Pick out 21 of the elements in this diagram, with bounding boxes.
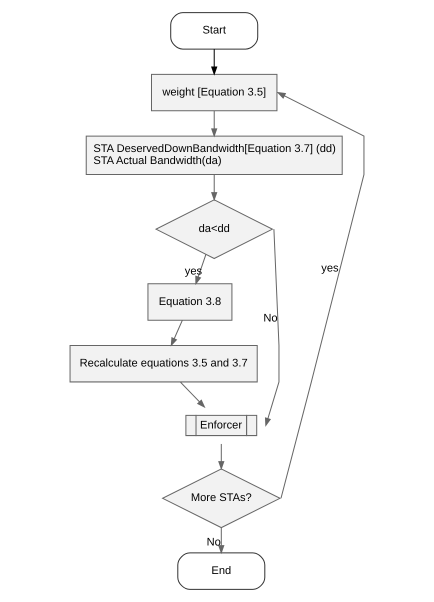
arrow — [218, 444, 224, 470]
arrow — [211, 49, 218, 76]
node-box: STA DeservedDownBandwidth[Equation 3.7] (dd) STA Actual Bandwidth(da) — [86, 136, 343, 176]
edge-label: No — [263, 312, 278, 324]
node-box: Equation 3.8 — [147, 283, 232, 321]
arrow — [195, 254, 206, 286]
arrow — [211, 110, 218, 138]
arrow — [180, 382, 206, 408]
node-diamond: da<dd — [154, 199, 274, 260]
node-box: weight [Equation 3.5] — [150, 74, 278, 112]
arrow — [218, 528, 224, 554]
node-box: Start — [170, 12, 258, 50]
node-box: End — [177, 552, 266, 590]
edge-label: No — [206, 536, 221, 548]
node-box: Recalculate equations 3.5 and 3.7 — [70, 345, 258, 382]
node-diamond: More STAs? — [161, 468, 282, 528]
arrow — [276, 92, 364, 498]
arrow — [170, 320, 183, 347]
arrow — [211, 174, 218, 202]
arrow — [264, 229, 280, 427]
edge-label: yes — [321, 262, 339, 274]
